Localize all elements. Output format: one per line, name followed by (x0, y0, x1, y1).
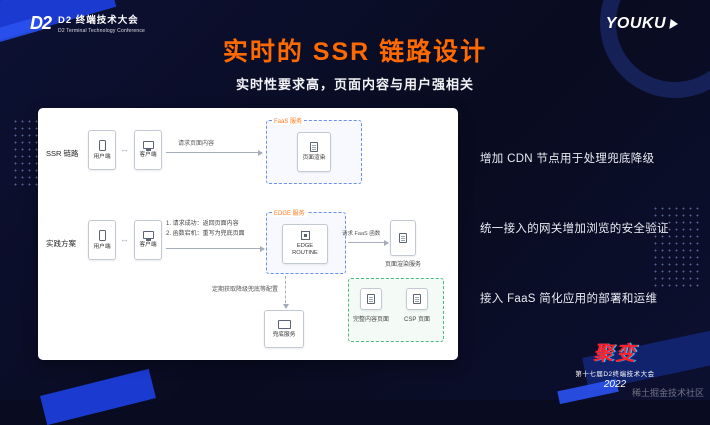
document-icon (413, 294, 421, 304)
node-label: 客户端 (139, 242, 157, 248)
row2-user-node: 用户端 (88, 220, 116, 260)
document-icon (310, 142, 318, 153)
row1-render-node: 页面渲染 (297, 132, 331, 172)
fallback-service-node: 兜底服务 (264, 310, 304, 348)
phone-icon (98, 229, 106, 241)
row1-user-node: 用户端 (88, 130, 116, 170)
node-label: 页面渲染 (302, 155, 326, 161)
full-page-caption: 完整内容页面 (352, 317, 389, 323)
bullet-faas: 接入 FaaS 简化应用的部署和运维 (480, 293, 658, 305)
youku-logo: YOUKU (605, 15, 679, 33)
csp-page-node (406, 288, 428, 310)
monitor-icon (142, 231, 154, 242)
conference-subtitle: D2 Terminal Technology Conference (58, 28, 146, 34)
d2-logo: D2 D2 终端技术大会 D2 Terminal Technology Conf… (30, 12, 146, 35)
flow-notes: 1. 请求成功：返回页面内容 2. 函数宕机：重写为兜底页面 (166, 219, 245, 239)
row1-client-node: 客户端 (134, 130, 162, 170)
play-icon (669, 19, 679, 29)
d2-logo-mark: D2 (30, 12, 52, 33)
conference-title: D2 终端技术大会 (58, 15, 139, 26)
page-title: 实时的 SSR 链路设计 (222, 38, 488, 66)
chip-icon (300, 231, 310, 241)
document-icon (399, 233, 407, 243)
node-label: 客户端 (139, 152, 157, 158)
arrow-label: 请求 FaaS 函数 (342, 231, 381, 237)
render-service-caption: 页面渲染服务 (384, 262, 421, 268)
row2-client-node: 客户端 (134, 220, 162, 260)
decoration-shape (40, 368, 156, 425)
arrow-label: 请求页面内容 (178, 141, 215, 147)
bullet-gateway: 统一接入的网关增加浏览的安全验证 (480, 223, 669, 235)
node-label: 用户端 (93, 153, 111, 160)
row2-label: 实践方案 (46, 239, 76, 248)
event-name: 第十七届D2终端技术大会 (575, 371, 655, 378)
page-subtitle: 实时性要求高，页面内容与用户强相关 (235, 77, 474, 92)
phone-icon (98, 139, 106, 151)
edge-routine-node: EDGE ROUTINE (282, 224, 328, 264)
event-footer: 聚变 第十七届D2终端技术大会 2022 (550, 337, 680, 390)
row1-label: SSR 链路 (46, 149, 79, 158)
monitor-icon (142, 141, 154, 152)
node-label: 兜底服务 (272, 331, 296, 338)
event-year: 2022 (603, 379, 627, 390)
diagram-panel: SSR 链路 用户端 ↔ 客户端 请求页面内容 FaaS 服务 页面渲染 实践方… (38, 108, 458, 360)
render-service-node (390, 220, 416, 256)
note-line: 2. 函数宕机：重写为兜底页面 (166, 231, 245, 238)
full-page-node (360, 288, 382, 310)
faas-group-tag: FaaS 服务 (272, 116, 305, 125)
bidirectional-arrow-icon: ↔ (120, 234, 129, 244)
node-label: EDGE ROUTINE (292, 243, 318, 256)
node-label: 用户端 (93, 243, 111, 250)
bullet-cdn: 增加 CDN 节点用于处理兜底降级 (480, 153, 655, 165)
screen-icon (277, 319, 291, 329)
csp-page-caption: CSP 页面 (404, 317, 430, 323)
watermark: 稀土掘金技术社区 (631, 388, 704, 398)
arrow-request-faas (348, 239, 389, 246)
juben-event-logo: 聚变 (593, 343, 637, 365)
note-line: 1. 请求成功：返回页面内容 (166, 221, 239, 227)
edge-group-tag: EDGE 服务 (272, 208, 307, 217)
arrow-request-page (166, 149, 263, 156)
document-icon (367, 294, 375, 304)
decoration-dots (652, 205, 700, 289)
arrow-to-edge (166, 245, 265, 252)
fallback-connector-label: 定期获取降级兜底等配置 (211, 287, 278, 293)
youku-wordmark: YOUKU (605, 15, 666, 32)
bidirectional-arrow-icon: ↔ (120, 144, 129, 154)
arrow-to-fallback (282, 276, 289, 309)
